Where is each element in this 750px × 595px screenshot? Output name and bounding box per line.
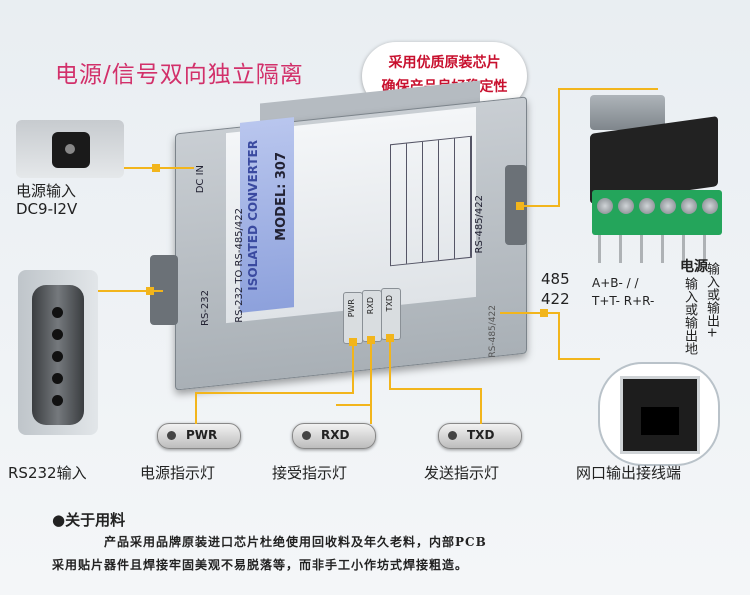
screw-icon bbox=[639, 198, 655, 214]
txd-indicator-label: TXD bbox=[467, 428, 495, 442]
device-rs485-bottom-label: RS-485/422 bbox=[488, 305, 498, 358]
leader-marker bbox=[516, 202, 524, 210]
terminal-pin bbox=[682, 235, 685, 263]
device-model: MODEL: 307 bbox=[274, 152, 289, 241]
power-range-caption: DC9-I2V bbox=[16, 200, 78, 218]
txd-indicator: TXD bbox=[438, 423, 522, 449]
led-dot-icon bbox=[302, 431, 311, 440]
bubble-line-1: 采用优质原装芯片 bbox=[388, 55, 501, 71]
leader-line bbox=[98, 290, 163, 292]
device-led-pwr-label: PWR bbox=[347, 299, 356, 318]
device-brand: ISOLATED CONVERTER bbox=[246, 140, 260, 291]
leader-line bbox=[520, 205, 560, 207]
terminal-pin bbox=[598, 235, 601, 263]
power-input-caption: 电源输入 bbox=[16, 182, 77, 200]
leader-line bbox=[558, 88, 560, 207]
leader-marker bbox=[152, 164, 160, 172]
device-dc-in-label: DC IN bbox=[195, 165, 206, 194]
leader-marker bbox=[146, 287, 154, 295]
rj45-port-icon bbox=[620, 376, 700, 454]
leader-line bbox=[500, 312, 560, 314]
screw-icon bbox=[597, 198, 613, 214]
terminal-power-ground: 输入或输出地 bbox=[682, 277, 697, 355]
dc-jack-icon bbox=[52, 132, 90, 168]
power-led-caption: 电源指示灯 bbox=[140, 464, 216, 482]
device-rs232-label: RS-232 bbox=[200, 290, 211, 326]
device-rs485-label: RS-485/422 bbox=[474, 195, 485, 254]
leader-line bbox=[558, 312, 560, 360]
rxd-indicator: RXD bbox=[292, 423, 376, 449]
leader-line bbox=[195, 392, 197, 424]
pwr-indicator-label: PWR bbox=[186, 428, 218, 442]
led-dot-icon bbox=[448, 431, 457, 440]
materials-heading: ●关于用料 bbox=[52, 511, 126, 529]
screw-icon bbox=[702, 198, 718, 214]
leader-line bbox=[389, 388, 481, 390]
leader-line bbox=[352, 342, 354, 394]
led-dot-icon bbox=[167, 431, 176, 440]
rxd-indicator-label: RXD bbox=[321, 428, 350, 442]
terminal-power-plus: 输入或输出+ bbox=[704, 262, 719, 338]
leader-line bbox=[336, 404, 372, 406]
terminal-pin bbox=[703, 235, 706, 263]
device-led-txd-label: TXD bbox=[385, 295, 394, 312]
terminal-pin bbox=[640, 235, 643, 263]
mode-485-label: 485 bbox=[541, 270, 570, 288]
terminal-pin bbox=[619, 235, 622, 263]
leader-line bbox=[558, 88, 658, 90]
screw-icon bbox=[618, 198, 634, 214]
device-pin-table bbox=[390, 135, 472, 267]
device-led-rxd-label: RXD bbox=[366, 297, 375, 315]
leader-line bbox=[558, 358, 600, 360]
materials-paragraph-2: 采用贴片器件且焊接牢固美观不易脱落等，而非手工小作坊式焊接粗造。 bbox=[52, 558, 469, 572]
materials-paragraph-1: 产品采用品牌原装进口芯片杜绝使用回收料及年久老料，内部PCB bbox=[104, 535, 487, 549]
device-led-rxd: RXD bbox=[362, 290, 382, 342]
device-subtitle: RS-232 TO RS-485/422 bbox=[234, 208, 245, 323]
leader-marker bbox=[386, 334, 394, 342]
pins-422-label: T+T- R+R- bbox=[592, 294, 655, 308]
screw-icon bbox=[660, 198, 676, 214]
screw-icon bbox=[681, 198, 697, 214]
leader-marker bbox=[540, 309, 548, 317]
pwr-indicator: PWR bbox=[157, 423, 241, 449]
rx-led-caption: 接受指示灯 bbox=[272, 464, 348, 482]
page-title: 电源/信号双向独立隔离 bbox=[55, 62, 304, 88]
leader-line bbox=[370, 340, 372, 424]
terminal-power-title: 电源 bbox=[680, 259, 708, 275]
leader-marker bbox=[349, 338, 357, 346]
rs232-input-caption: RS232输入 bbox=[8, 464, 87, 482]
leader-line bbox=[195, 392, 354, 394]
db9-connector-icon bbox=[32, 285, 84, 425]
leader-line bbox=[480, 388, 482, 424]
mode-422-label: 422 bbox=[541, 290, 570, 308]
pins-485-label: A+B- / / bbox=[592, 276, 639, 290]
device-led-txd: TXD bbox=[381, 288, 401, 340]
device-led-pwr: PWR bbox=[343, 292, 363, 344]
leader-marker bbox=[367, 336, 375, 344]
terminal-block bbox=[592, 190, 722, 235]
leader-line bbox=[389, 338, 391, 390]
tx-led-caption: 发送指示灯 bbox=[424, 464, 500, 482]
terminal-pin bbox=[661, 235, 664, 263]
rj-output-caption: 网口输出接线端 bbox=[576, 464, 682, 482]
